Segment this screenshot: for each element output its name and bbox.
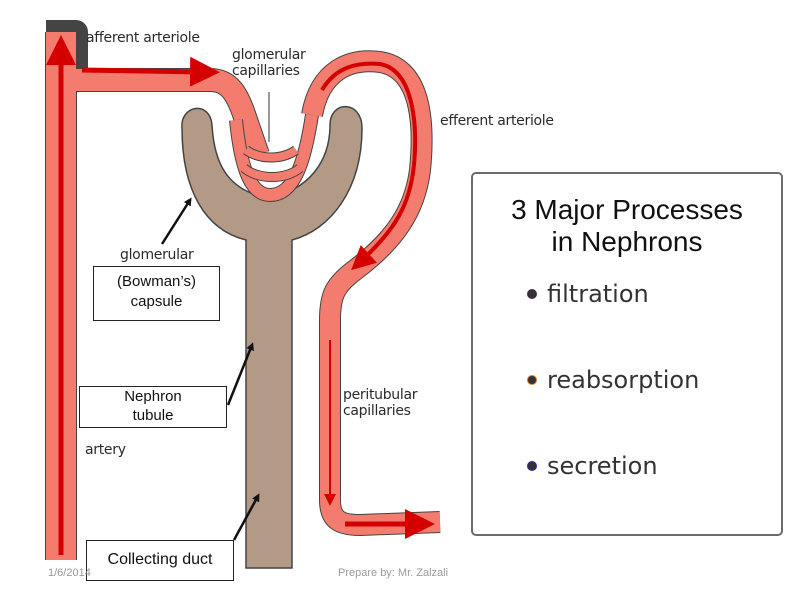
process-label: filtration bbox=[547, 280, 649, 308]
footer-date: 1/6/2014 bbox=[48, 567, 91, 579]
glomerular-label: glomerular bbox=[120, 247, 194, 263]
panel-title-line2: in Nephrons bbox=[551, 226, 703, 257]
bowmans-capsule-label-box: (Bowman’s) capsule bbox=[93, 266, 220, 321]
bullet-dot-icon bbox=[527, 289, 537, 299]
process-label: secretion bbox=[547, 452, 658, 480]
bowmans-capsule-label-line2: capsule bbox=[130, 293, 183, 310]
process-item-reabsorption: reabsorption bbox=[527, 366, 699, 394]
panel-title-line1: 3 Major Processes bbox=[511, 194, 743, 225]
process-item-secretion: secretion bbox=[527, 452, 658, 480]
panel-title: 3 Major Processes in Nephrons bbox=[473, 194, 781, 258]
pointer-arrows bbox=[160, 197, 260, 541]
collecting-duct-label-box: Collecting duct bbox=[86, 540, 234, 581]
collecting-duct-label: Collecting duct bbox=[107, 551, 213, 568]
artery-label: artery bbox=[85, 442, 126, 458]
bullet-dot-icon bbox=[527, 375, 537, 385]
peritubular-label-line1: peritubular bbox=[343, 387, 418, 403]
glomerular-capillaries bbox=[229, 92, 319, 203]
efferent-and-peritubular-vessel bbox=[301, 50, 441, 539]
glomerular-capillaries-label-line1: glomerular bbox=[232, 47, 306, 63]
efferent-arteriole-label: efferent arteriole bbox=[440, 113, 554, 129]
footer-credit: Prepare by: Mr. Zalzali bbox=[338, 567, 449, 579]
process-label: reabsorption bbox=[547, 366, 700, 394]
afferent-arteriole-label: afferent arteriole bbox=[86, 30, 200, 46]
glomerular-capillaries-label-line2: capillaries bbox=[232, 63, 300, 79]
process-item-filtration: filtration bbox=[527, 280, 649, 308]
artery-vessel bbox=[45, 20, 270, 560]
peritubular-label-line2: capillaries bbox=[343, 403, 411, 419]
nephron-tubule-label-line1: Nephron bbox=[124, 388, 182, 405]
bullet-dot-icon bbox=[527, 461, 537, 471]
nephron-tubule-label-box: Nephron tubule bbox=[79, 386, 227, 428]
nephron-tubule-label-line2: tubule bbox=[132, 407, 174, 424]
bowmans-capsule-label-line1: (Bowman’s) bbox=[117, 273, 196, 290]
processes-panel: 3 Major Processes in Nephrons filtration… bbox=[471, 172, 783, 536]
bowmans-capsule bbox=[181, 105, 363, 569]
